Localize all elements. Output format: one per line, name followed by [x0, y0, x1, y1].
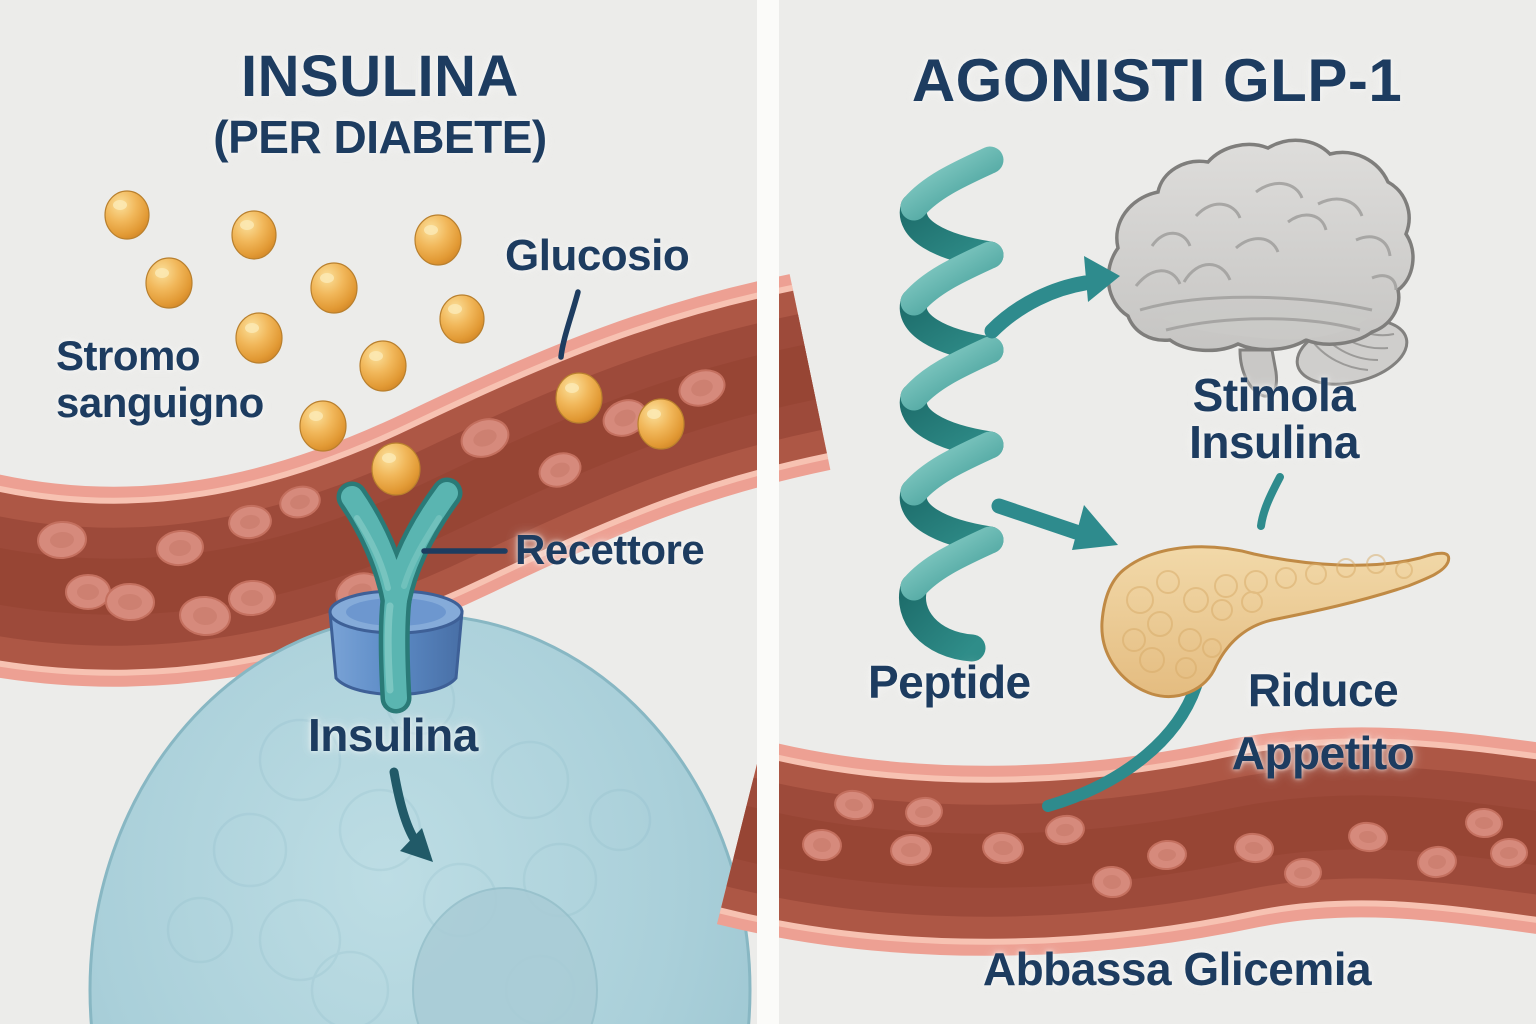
stimola-pointer-line [1257, 473, 1284, 530]
left-panel-title: INSULINA [241, 44, 519, 109]
brain-illustration [1106, 138, 1415, 398]
left-panel-subtitle: (PER DIABETE) [213, 111, 547, 163]
insulin-arrow-icon [389, 767, 433, 862]
glucose-label: Glucosio [505, 231, 690, 280]
bloodstream-label-line2: sanguigno [56, 379, 264, 427]
insulin-receptor-icon [336, 477, 463, 714]
stimulates-insulin-label: Stimola Insulina [1124, 372, 1424, 466]
brainstem [1238, 348, 1278, 398]
right-red-blood-cells [802, 789, 1528, 899]
reduces-appetite-label: Riduce Appetito [1173, 659, 1473, 786]
arrow-to-brain-icon [984, 256, 1120, 339]
glp1-peptide-helix-illustration [899, 146, 1004, 662]
bloodstream-label-line1: Stromo [56, 332, 200, 379]
cerebrum [1106, 138, 1415, 353]
glucose-spheres [104, 190, 685, 496]
stimulates-insulin-line2: Insulina [1189, 415, 1359, 468]
reduces-appetite-line1: Riduce [1247, 664, 1399, 716]
peptide-label: Peptide [868, 656, 1031, 708]
cell-nucleus [412, 887, 598, 1024]
panel-divider [757, 0, 779, 1024]
right-panel-title: AGONISTI GLP-1 [911, 47, 1403, 114]
glucose-pointer-line [558, 289, 581, 360]
pancreas-illustration [1100, 545, 1451, 698]
left-red-blood-cells [37, 369, 726, 637]
pancreas-to-vessel-curve [1042, 680, 1202, 812]
lowers-glycemia-label: Abbassa Glicemia [982, 943, 1372, 995]
arrow-to-pancreas-icon [991, 498, 1118, 550]
receptor-label: Recettore [515, 526, 705, 573]
insulin-label: Insulina [308, 709, 478, 761]
reduces-appetite-line2: Appetito [1231, 727, 1415, 780]
bloodstream-label: Stromo sanguigno [56, 332, 264, 426]
stimulates-insulin-line1: Stimola [1192, 369, 1356, 421]
right-blood-vessel-illustration [716, 727, 1536, 956]
